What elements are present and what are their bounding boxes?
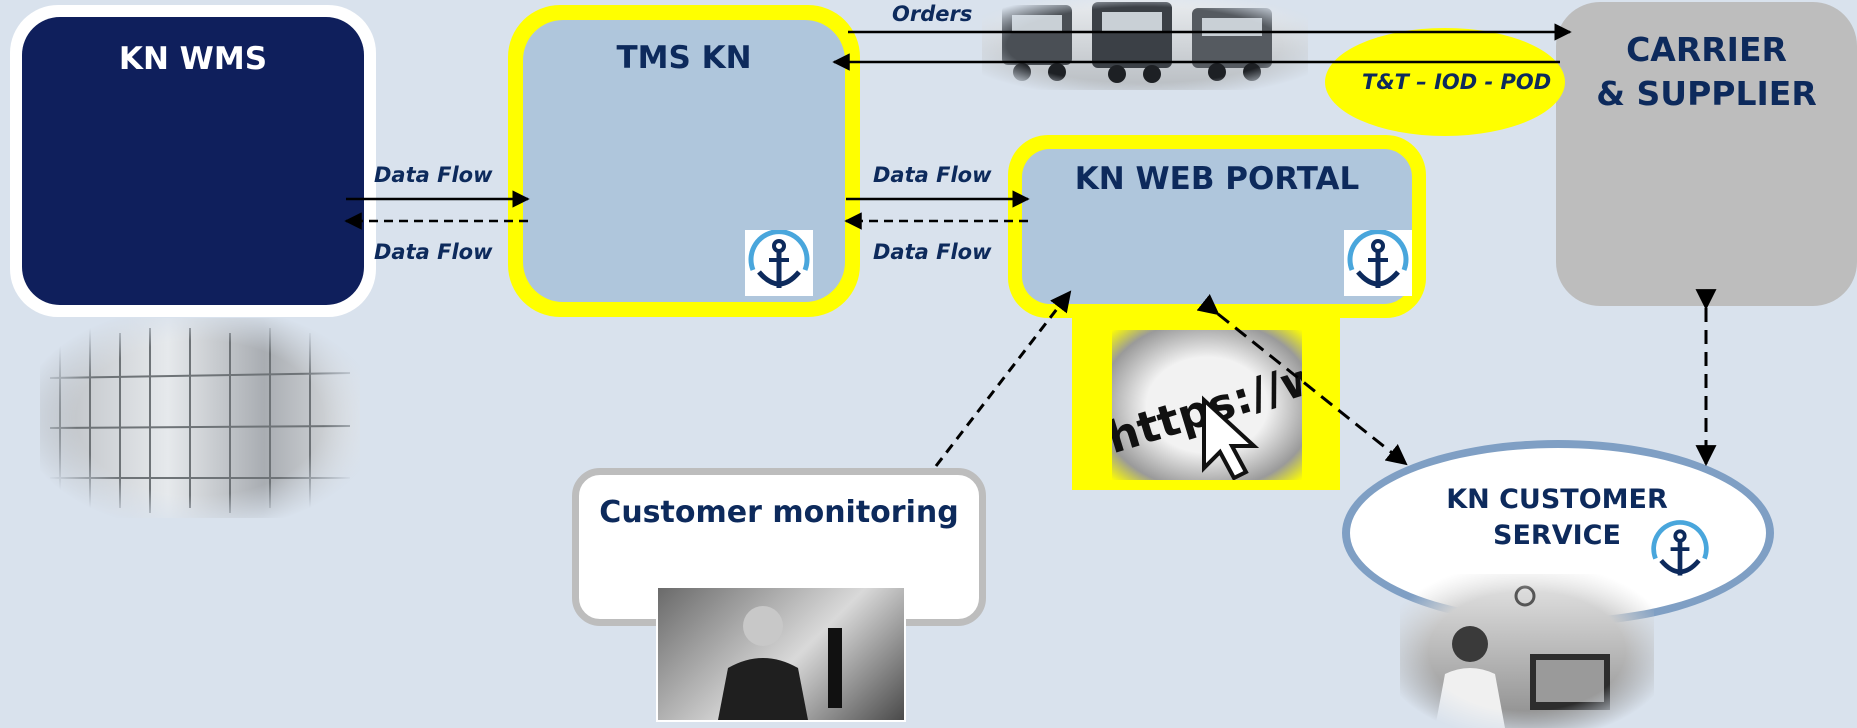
customer-monitoring-title: Customer monitoring [599, 495, 959, 530]
warehouse-photo [40, 318, 360, 518]
data-flow-label-wms-top: Data Flow [374, 163, 493, 187]
carrier-title-line2: & SUPPLIER [1596, 74, 1817, 113]
data-flow-label-wms-bottom: Data Flow [374, 240, 493, 264]
kn-web-portal-title: KN WEB PORTAL [1074, 161, 1360, 197]
customer-service-title-line2: SERVICE [1493, 520, 1621, 551]
tracking-label: T&T – IOD - POD [1362, 70, 1552, 94]
customer-monitoring-box: Customer monitoring [572, 468, 986, 626]
trucks-photo [982, 0, 1308, 90]
kn-wms-box: KN WMS [10, 5, 376, 317]
tracking-ellipse [1325, 28, 1565, 136]
anchor-logo-icon [745, 229, 813, 296]
carrier-supplier-box: CARRIER & SUPPLIER [1556, 2, 1857, 306]
anchor-logo-icon [1344, 229, 1412, 296]
tms-kn-title: TMS KN [616, 40, 752, 76]
monitoring-person-photo [656, 586, 906, 722]
portal-service-arrow [1196, 294, 1408, 466]
anchor-logo-icon [1648, 520, 1712, 584]
call-center-photo [1400, 574, 1654, 728]
tms-kn-box: TMS KN [508, 5, 860, 317]
customer-service-title-line1: KN CUSTOMER [1446, 484, 1668, 515]
monitoring-to-portal-arrow [934, 290, 1072, 467]
kn-wms-title: KN WMS [118, 41, 268, 77]
carrier-title-line1: CARRIER [1626, 30, 1787, 69]
kn-web-portal-box: KN WEB PORTAL [1008, 135, 1426, 318]
orders-label: Orders [892, 2, 973, 26]
data-flow-label-tms-top: Data Flow [873, 163, 992, 187]
data-flow-label-tms-bottom: Data Flow [873, 240, 992, 264]
